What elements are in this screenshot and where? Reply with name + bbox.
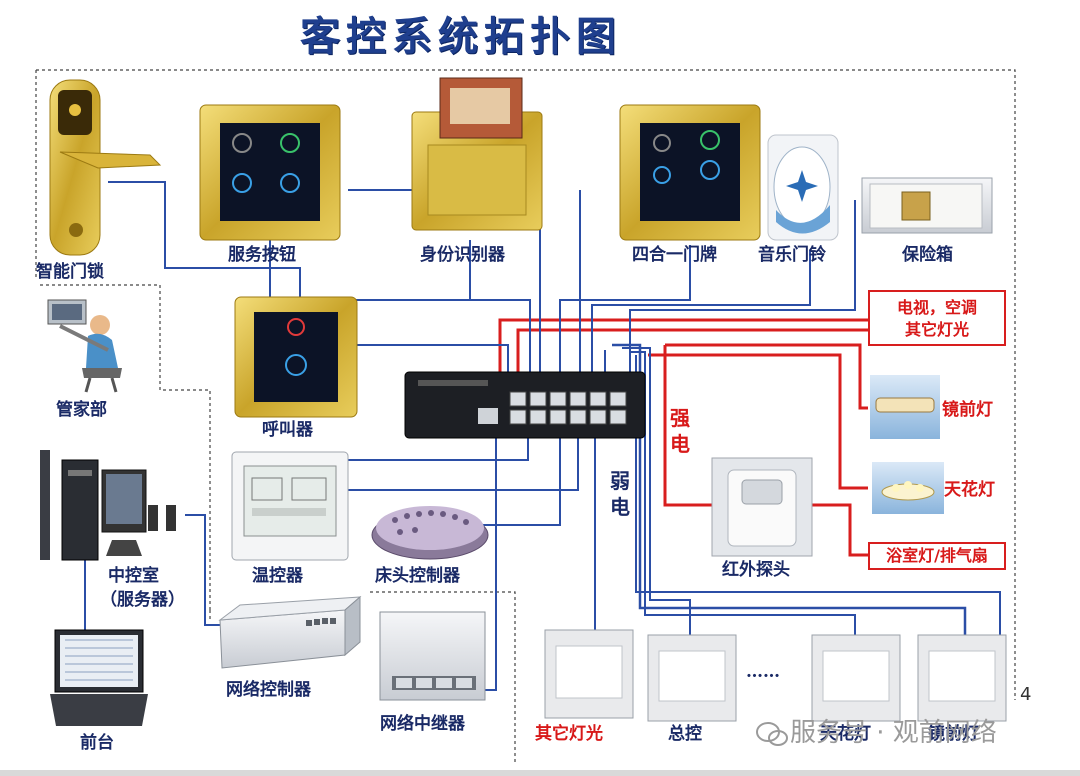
network-controller-device [218,595,362,669]
label-pager: 呼叫器 [262,420,313,440]
switch-master [647,634,737,722]
label-server: （服务器） [100,590,185,610]
page-title: 客控系统拓扑图 [300,13,622,60]
boundary-lines [35,69,1016,765]
smart-lock-device [49,79,162,256]
label-other-lights-bottom: 其它灯光 [535,724,603,744]
music-doorbell-device [767,134,839,241]
label-mirror-light: 镜前灯 [942,400,993,420]
outer-boundary [36,69,1016,700]
inner-boundary [40,284,211,610]
label-infrared-probe: 红外探头 [722,560,790,580]
network-repeater-device [379,611,486,701]
bedside-controller-device [371,506,489,560]
label-smart-lock: 智能门锁 [36,262,104,282]
mirror-light-image [870,375,940,439]
label-weak-power: 弱电 [610,469,630,519]
label-ceiling-light: 天花灯 [944,480,995,500]
label-central-control: 中控室 [108,566,159,586]
four-in-one-plate-device [619,104,761,241]
room-controller-device [404,371,646,439]
label-identity-reader: 身份识别器 [420,245,505,265]
label-bedside-controller: 床头控制器 [375,566,460,586]
label-thermostat: 温控器 [252,566,303,586]
watermark-text: 服务号 · 观前网络 [790,718,997,748]
safe-box-device [861,177,993,234]
label-mirror-light-bottom: 镜前灯 [928,724,979,744]
label-service-button: 服务按钮 [228,245,296,265]
box-bath-fan: 浴室灯/排气扇 [868,542,1006,570]
thermostat-device [231,451,349,561]
watermark: 服务号 · 观前网络 [752,716,997,750]
butler-figure [47,299,122,393]
identity-reader-device [411,77,543,231]
front-desk-laptop [50,629,148,726]
switch-ceiling [811,634,901,722]
infrared-probe-device [711,457,813,557]
strong-power-wiring [498,318,868,557]
label-front-desk: 前台 [80,733,114,753]
switch-other-lights [544,629,634,719]
label-network-controller: 网络控制器 [226,680,311,700]
label-dots: …… [746,662,780,682]
label-ceiling-light-bottom: 天花灯 [820,724,871,744]
label-music-doorbell: 音乐门铃 [758,245,826,265]
label-master-switch: 总控 [668,724,702,744]
label-safe-box: 保险箱 [902,245,953,265]
box-tv-ac-line1: 电视，空调 [896,298,977,317]
server-pc-device [40,450,176,561]
label-butler: 管家部 [56,400,107,420]
bottom-switches [544,629,1007,722]
bottom-bar [0,770,1080,776]
box-tv-ac-line2: 其它灯光 [904,320,969,339]
switch-mirror [917,634,1007,722]
pager-device [234,296,358,418]
label-network-repeater: 网络中继器 [380,714,465,734]
page-number: 4 [1020,684,1032,705]
label-four-in-one-plate: 四合一门牌 [632,245,717,265]
repeater-boundary [370,591,516,765]
wechat-icon [756,722,788,746]
box-tv-ac: 电视，空调 其它灯光 [868,290,1006,346]
service-button-device [199,104,341,241]
ceiling-light-image [872,462,944,514]
label-strong-power: 强电 [670,406,690,456]
